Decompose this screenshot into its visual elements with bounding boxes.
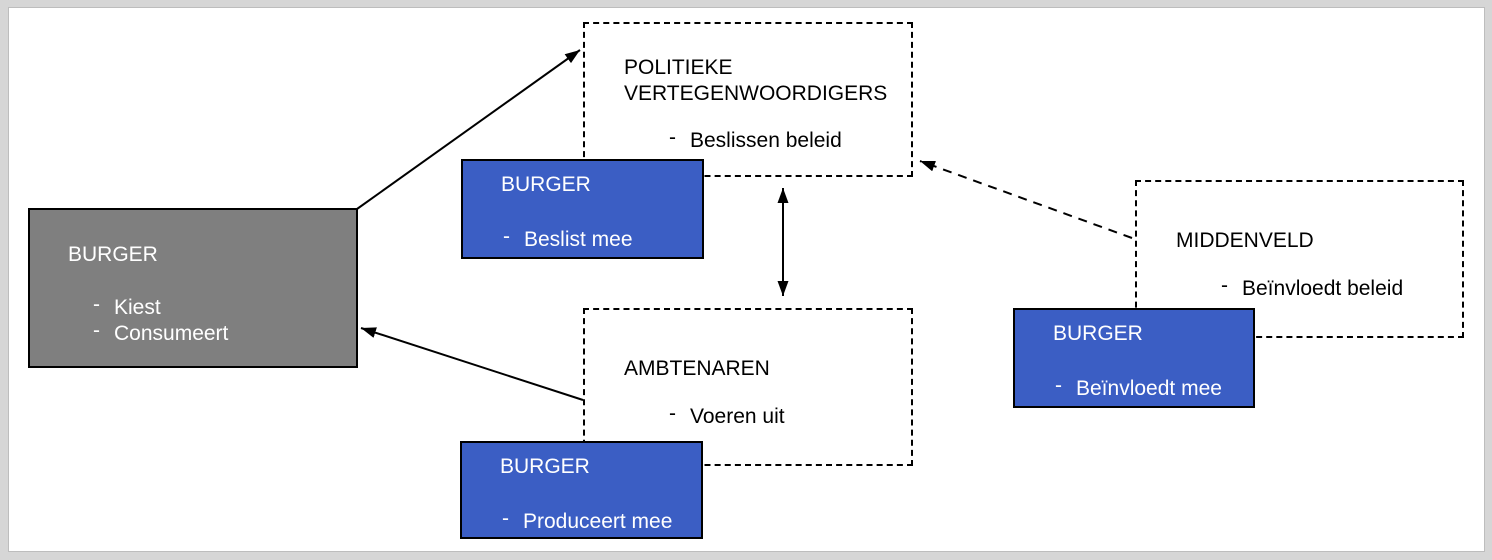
bullet-dash-icon: - [93,319,100,342]
node-bullet: -Consumeert [93,319,229,345]
bullet-dash-icon: - [93,293,100,316]
node-bullet: -Beïnvloedt mee [1055,374,1222,400]
node-bullet: -Produceert mee [502,507,673,533]
bullet-dash-icon: - [669,126,676,149]
node-burger-produceert: BURGER -Produceert mee [460,441,703,539]
node-bullet: -Kiest [93,293,161,319]
node-title: POLITIEKE VERTEGENWOORDIGERS [624,56,888,105]
node-ambtenaren: AMBTENAREN -Voeren uit [583,308,913,466]
node-bullet: -Beïnvloedt beleid [1221,274,1404,300]
bullet-dash-icon: - [1055,374,1062,397]
node-title: MIDDENVELD [1176,229,1314,252]
node-burger-main: BURGER -Kiest -Consumeert [28,208,358,368]
node-title: BURGER [500,455,590,478]
bullet-dash-icon: - [502,507,509,530]
node-burger-beinvloedt: BURGER -Beïnvloedt mee [1013,308,1255,408]
node-bullet: -Voeren uit [669,402,785,428]
node-bullet: -Beslissen beleid [669,126,842,152]
node-middenveld: MIDDENVELD -Beïnvloedt beleid [1135,180,1464,338]
node-bullet: -Beslist mee [503,225,633,251]
bullet-dash-icon: - [503,225,510,248]
node-title: BURGER [68,243,158,266]
bullet-dash-icon: - [1221,274,1228,297]
node-title: AMBTENAREN [624,357,770,380]
node-politieke-vertegenwoordigers: POLITIEKE VERTEGENWOORDIGERS -Beslissen … [583,22,913,177]
node-title: BURGER [1053,322,1143,345]
node-burger-beslist: BURGER -Beslist mee [461,159,704,259]
node-title: BURGER [501,173,591,196]
bullet-dash-icon: - [669,402,676,425]
